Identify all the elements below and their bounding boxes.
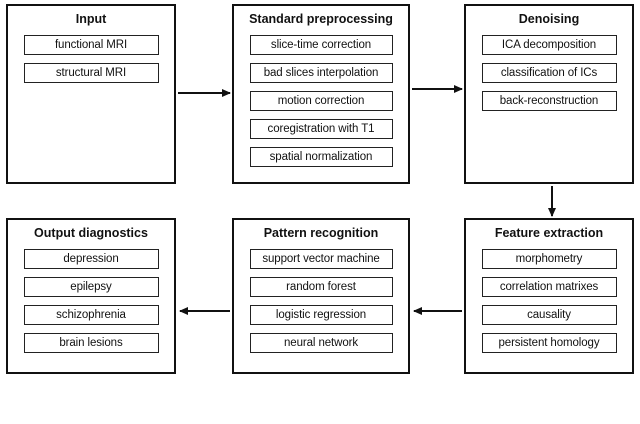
pattern-recognition-box: Pattern recognition support vector machi…: [232, 218, 410, 374]
input-item: structural MRI: [23, 63, 159, 83]
output-item: brain lesions: [23, 333, 159, 353]
output-diagnostics-title: Output diagnostics: [34, 226, 148, 240]
denoising-box: Denoising ICA decomposition classificati…: [464, 4, 634, 184]
output-diagnostics-box: Output diagnostics depression epilepsy s…: [6, 218, 176, 374]
pattern-recognition-title: Pattern recognition: [263, 226, 379, 240]
preprocessing-title: Standard preprocessing: [249, 12, 393, 26]
feature-extraction-box: Feature extraction morphometry correlati…: [464, 218, 634, 374]
pattern-item: logistic regression: [249, 305, 393, 325]
denoising-item: back-reconstruction: [481, 91, 617, 111]
input-box: Input functional MRI structural MRI: [6, 4, 176, 184]
pattern-item: support vector machine: [249, 249, 393, 269]
feature-item: persistent homology: [481, 333, 617, 353]
input-item: functional MRI: [23, 35, 159, 55]
pattern-item: random forest: [249, 277, 393, 297]
output-item: schizophrenia: [23, 305, 159, 325]
feature-item: morphometry: [481, 249, 617, 269]
preprocessing-item: coregistration with T1: [249, 119, 393, 139]
pattern-item: neural network: [249, 333, 393, 353]
denoising-item: ICA decomposition: [481, 35, 617, 55]
input-title: Input: [75, 12, 107, 26]
preprocessing-item: spatial normalization: [249, 147, 393, 167]
preprocessing-item: slice-time correction: [249, 35, 393, 55]
feature-extraction-title: Feature extraction: [494, 226, 604, 240]
preprocessing-item: bad slices interpolation: [249, 63, 393, 83]
output-item: depression: [23, 249, 159, 269]
preprocessing-item: motion correction: [249, 91, 393, 111]
output-item: epilepsy: [23, 277, 159, 297]
feature-item: correlation matrixes: [481, 277, 617, 297]
feature-item: causality: [481, 305, 617, 325]
denoising-title: Denoising: [518, 12, 580, 26]
preprocessing-box: Standard preprocessing slice-time correc…: [232, 4, 410, 184]
denoising-item: classification of ICs: [481, 63, 617, 83]
pipeline-diagram: Input functional MRI structural MRI Stan…: [6, 4, 634, 374]
